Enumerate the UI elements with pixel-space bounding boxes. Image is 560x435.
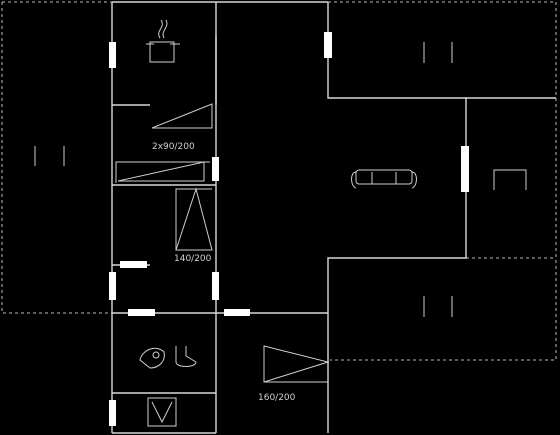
cooking-pot-icon [146, 19, 180, 63]
counter-wedge [117, 161, 205, 182]
door [212, 272, 219, 300]
bed-160-200: 160/200 [258, 345, 330, 403]
window-icon [34, 42, 453, 317]
door [128, 309, 155, 316]
bed-label: 2x90/200 [152, 142, 195, 152]
door [109, 400, 116, 426]
bed-2x90-200: 2x90/200 [151, 103, 213, 152]
walls [111, 1, 556, 434]
bed-label: 160/200 [258, 393, 296, 403]
door [461, 146, 469, 192]
door [324, 32, 332, 58]
terrace-outlines [1, 1, 557, 361]
door [224, 309, 250, 316]
bed-140-200: 140/200 [174, 187, 213, 264]
doors [109, 32, 469, 426]
door [109, 42, 116, 68]
table-icon [493, 169, 527, 190]
bed-label: 140/200 [174, 254, 212, 264]
door [109, 272, 116, 300]
shower-icon [139, 347, 165, 369]
door [120, 261, 147, 268]
sofa-icon [351, 169, 417, 189]
door [212, 157, 219, 181]
sink-icon [147, 397, 177, 427]
toilet-icon [175, 346, 197, 367]
